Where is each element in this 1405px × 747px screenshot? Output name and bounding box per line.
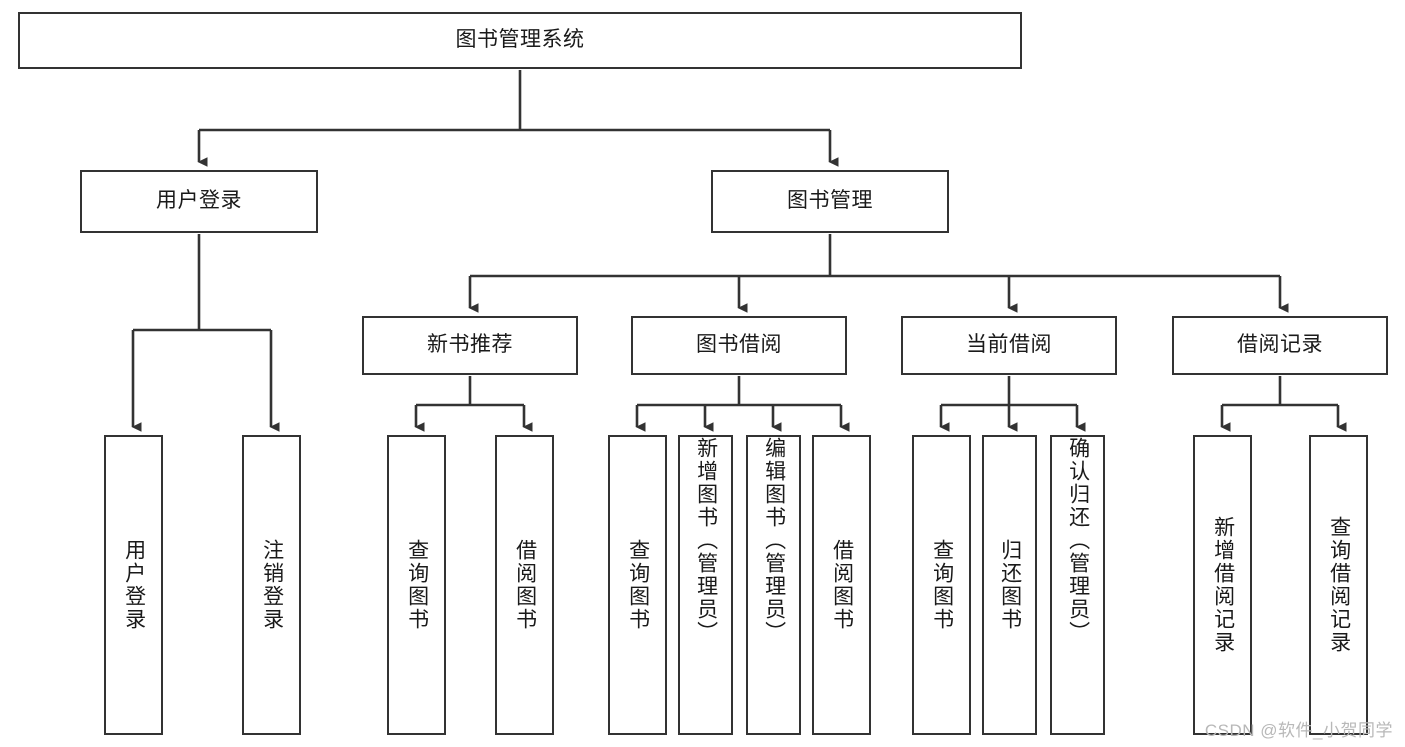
leaf-query-books-1[interactable]: 查询图书: [387, 435, 446, 735]
node-new-book-recommend[interactable]: 新书推荐: [362, 316, 578, 375]
node-book-borrow[interactable]: 图书借阅: [631, 316, 847, 375]
leaf-query-books-3-label: 查询图书: [930, 539, 954, 631]
leaf-logout-label: 注销登录: [260, 539, 284, 631]
csdn-watermark: CSDN @软件_小贺同学: [1204, 721, 1393, 740]
leaf-borrow-books-2[interactable]: 借阅图书: [812, 435, 871, 735]
leaf-user-login[interactable]: 用户登录: [104, 435, 163, 735]
node-user-login-label: 用户登录: [156, 189, 242, 213]
leaf-return-book[interactable]: 归还图书: [982, 435, 1037, 735]
node-book-borrow-label: 图书借阅: [696, 333, 782, 357]
node-root-label: 图书管理系统: [455, 28, 585, 52]
leaf-edit-book[interactable]: 编辑图书（管理员）: [746, 435, 801, 735]
node-borrow-record[interactable]: 借阅记录: [1172, 316, 1388, 375]
leaf-query-record[interactable]: 查询借阅记录: [1309, 435, 1368, 735]
leaf-query-record-label: 查询借阅记录: [1327, 516, 1351, 654]
leaf-add-record-label: 新增借阅记录: [1211, 516, 1235, 654]
node-book-management[interactable]: 图书管理: [711, 170, 949, 233]
leaf-add-book[interactable]: 新增图书（管理员）: [678, 435, 733, 735]
leaf-confirm-return[interactable]: 确认归还（管理员）: [1050, 435, 1105, 735]
node-root[interactable]: 图书管理系统: [18, 12, 1022, 69]
leaf-add-record[interactable]: 新增借阅记录: [1193, 435, 1252, 735]
leaf-add-book-label: 新增图书（管理员）: [694, 437, 718, 644]
leaf-query-books-1-label: 查询图书: [405, 539, 429, 631]
node-user-login[interactable]: 用户登录: [80, 170, 318, 233]
leaf-borrow-books-1[interactable]: 借阅图书: [495, 435, 554, 735]
leaf-user-login-label: 用户登录: [122, 539, 146, 631]
node-new-book-recommend-label: 新书推荐: [427, 333, 513, 357]
node-borrow-record-label: 借阅记录: [1237, 333, 1323, 357]
leaf-query-books-2-label: 查询图书: [626, 539, 650, 631]
leaf-confirm-return-label: 确认归还（管理员）: [1066, 437, 1090, 644]
leaf-return-book-label: 归还图书: [998, 539, 1022, 631]
leaf-borrow-books-1-label: 借阅图书: [513, 539, 537, 631]
leaf-query-books-2[interactable]: 查询图书: [608, 435, 667, 735]
node-current-borrow[interactable]: 当前借阅: [901, 316, 1117, 375]
node-current-borrow-label: 当前借阅: [966, 333, 1052, 357]
leaf-logout[interactable]: 注销登录: [242, 435, 301, 735]
leaf-borrow-books-2-label: 借阅图书: [830, 539, 854, 631]
leaf-query-books-3[interactable]: 查询图书: [912, 435, 971, 735]
leaf-edit-book-label: 编辑图书（管理员）: [762, 437, 786, 644]
node-book-management-label: 图书管理: [787, 189, 873, 213]
